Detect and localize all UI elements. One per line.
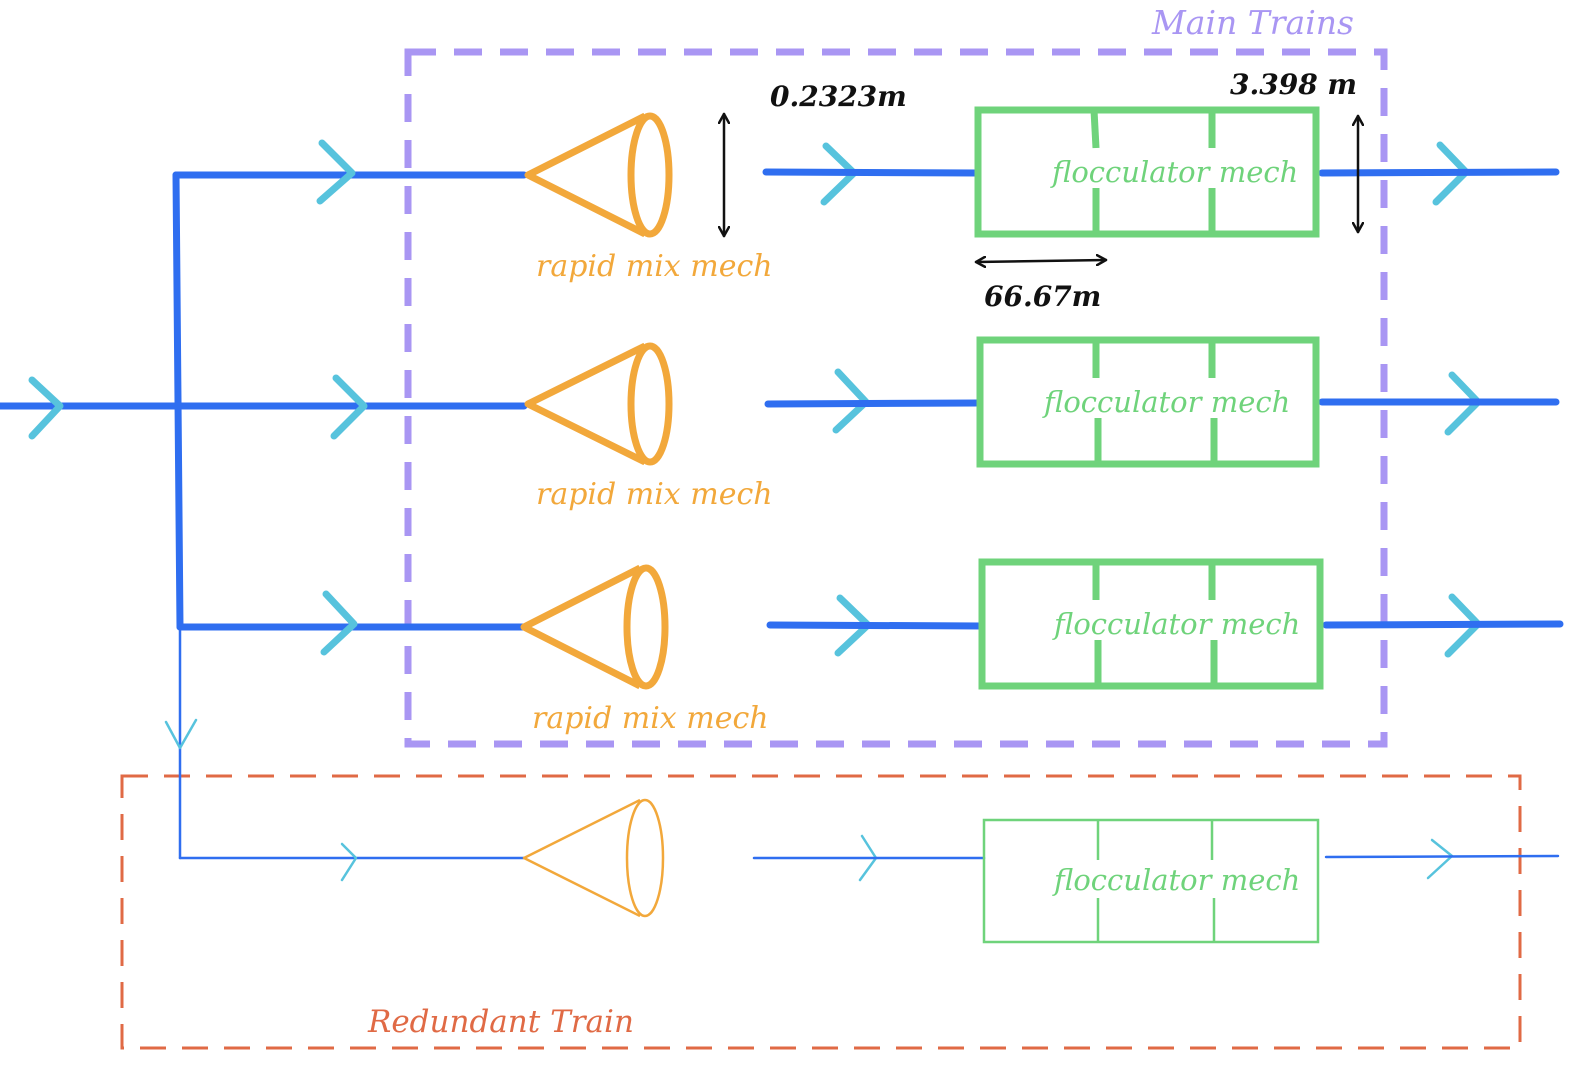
flocculator-label: flocculator mech [1052, 607, 1300, 641]
flocculator-unit-redundant [982, 818, 1320, 944]
flocculator-unit-1 [974, 106, 1320, 238]
cone-icon [524, 112, 647, 238]
rapid-mix-label: rapid mix mech [536, 249, 773, 284]
chevron-right-icon [330, 374, 368, 440]
flocculator-label: flocculator mech [1052, 863, 1300, 897]
flocculator-feed-pipes [752, 168, 1564, 860]
flocculator-unit-3 [978, 558, 1324, 690]
redundant-train-label: Redundant Train [367, 1004, 634, 1040]
rapid-mix-unit-redundant [522, 798, 665, 918]
main-trains-label: Main Trains [1151, 3, 1354, 42]
rapid-mix-unit-1 [524, 112, 673, 238]
main-trains-boundary [404, 48, 1388, 748]
chevron-right-icon [1426, 838, 1454, 880]
chevron-right-icon [340, 842, 358, 882]
rapid-mix-unit-3 [520, 564, 669, 690]
height-dimension-label: 3.398 m [1230, 68, 1357, 101]
cone-icon [520, 564, 642, 690]
chevron-right-icon [316, 139, 356, 205]
cone-icon [522, 798, 641, 918]
rapid-mix-label: rapid mix mech [536, 477, 773, 512]
chevron-down-icon [164, 718, 198, 750]
rapid-mix-unit-2 [524, 342, 673, 466]
double-arrow-icon [974, 260, 1108, 262]
diameter-dimension-label: 0.2323m [770, 80, 907, 113]
chevron-right-icon [28, 376, 64, 440]
cone-icon [524, 342, 647, 466]
chevron-right-icon [320, 590, 358, 656]
flocculator-label: flocculator mech [1042, 385, 1290, 419]
inlet-manifold [0, 171, 528, 860]
flocculator-label: flocculator mech [1050, 155, 1298, 189]
rapid-mix-label: rapid mix mech [532, 701, 769, 736]
flocculator-unit-2 [976, 336, 1320, 468]
length-dimension-label: 66.67m [984, 280, 1101, 313]
redundant-train-boundary [120, 774, 1522, 1050]
